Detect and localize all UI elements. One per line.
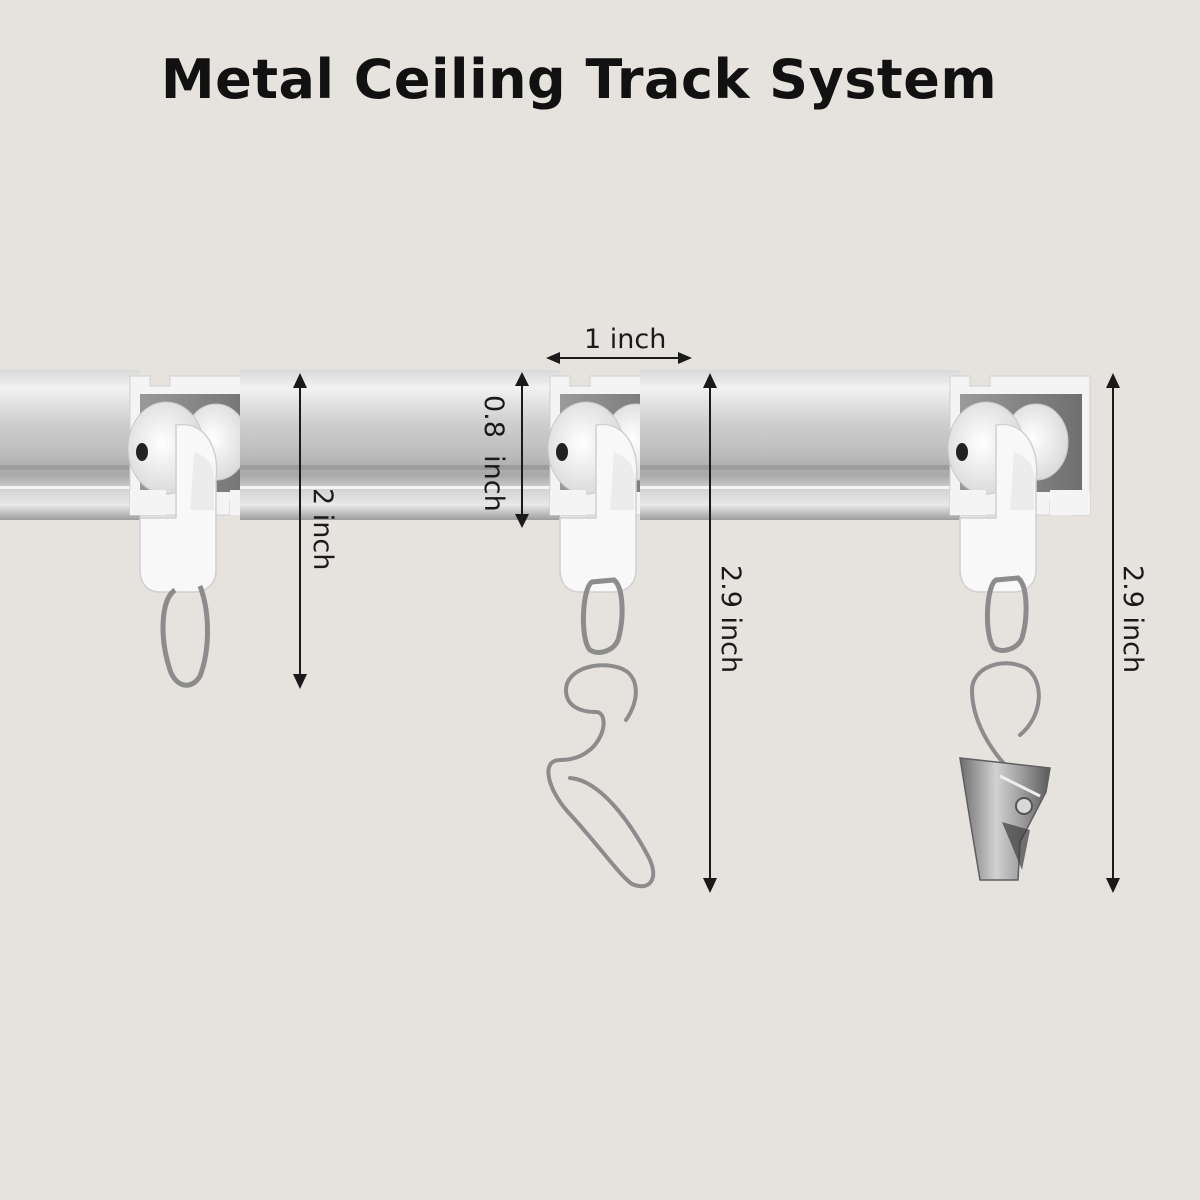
dim-middle-height-label: 2.9 inch [715,565,746,673]
dim-track-height [515,372,529,528]
track-with-clip-glider [639,369,1091,881]
clip [959,757,1051,881]
clip-hook [969,661,1041,772]
link-ring [580,577,625,655]
track-with-s-hook-glider [239,369,691,889]
dim-right-height-label: 2.9 inch [1117,565,1148,673]
page-title: Metal Ceiling Track System [160,48,998,111]
dimension-annotations [293,352,1120,893]
dim-left-height [293,373,307,689]
dim-left-height-label: 2 inch [307,488,338,570]
track-with-ring-glider [0,369,271,688]
dim-middle-height [703,373,717,893]
link-ring [984,575,1029,653]
dim-track-height-label: 0.8 inch [478,395,509,512]
ring-hook [160,585,210,688]
s-hook [546,663,656,889]
dim-right-height [1106,373,1120,893]
dim-track-width [546,352,692,364]
dim-track-width-label: 1 inch [584,324,666,355]
